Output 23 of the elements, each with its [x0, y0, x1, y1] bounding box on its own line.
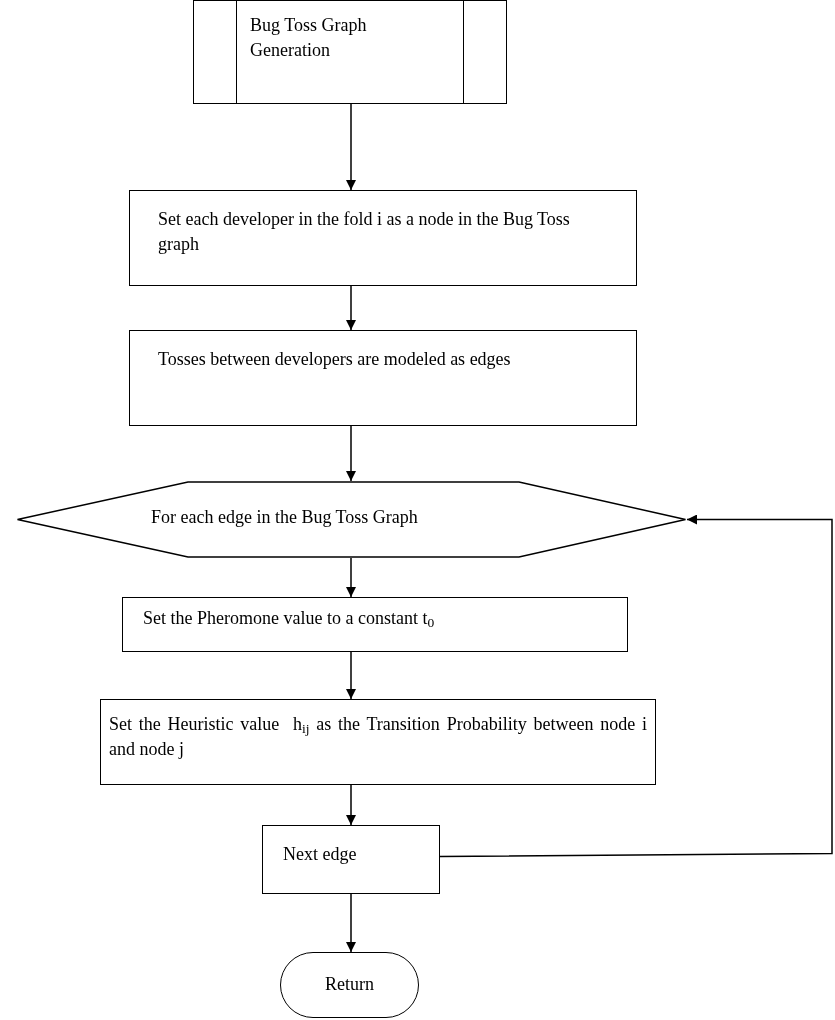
arrow: [346, 784, 356, 826]
process-box: [122, 597, 628, 652]
arrow: [346, 103, 356, 191]
node-text: Bug Toss Graph Generation: [250, 14, 368, 63]
node-text: Return: [325, 973, 374, 997]
loop-hexagon: [16, 481, 687, 558]
node-text: Set each developer in the fold i as a node in the Bug Toss graph: [158, 208, 571, 257]
node-text: For each edge in the Bug Toss Graph: [151, 506, 419, 529]
node-text: Set the Pheromone value to a constant t$_{0}$: [143, 607, 436, 632]
process-box: [129, 330, 637, 426]
arrow: [346, 893, 356, 953]
node-text: Tosses between developers are modeled as edges: [158, 348, 512, 371]
arrow: [346, 651, 356, 700]
arrow: [346, 425, 356, 482]
predefined-process-box: [193, 0, 507, 104]
arrow: [439, 514, 833, 858]
node-text: Set the Heuristic value h$_{ij}$ as the Transition Probability between node i and node j: [109, 713, 647, 762]
node-text: Next edge: [283, 843, 358, 866]
arrow: [346, 285, 356, 331]
arrow: [346, 557, 356, 598]
process-box: [100, 699, 656, 785]
process-box: [129, 190, 637, 286]
process-box: [262, 825, 440, 894]
